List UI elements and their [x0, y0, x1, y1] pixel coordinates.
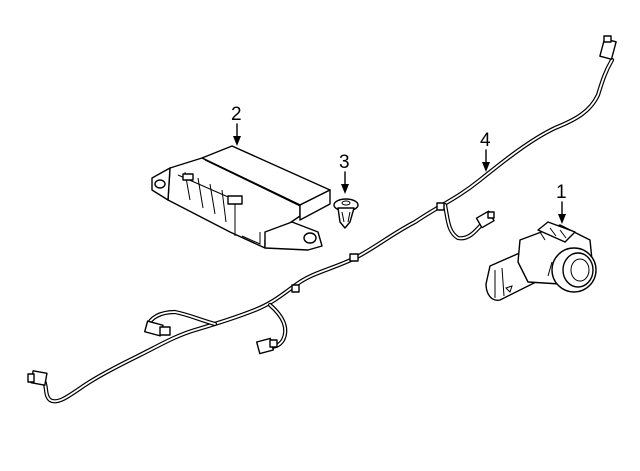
wiring-harness[interactable]: [27, 35, 617, 404]
push-clip[interactable]: [333, 198, 359, 229]
parking-sensor[interactable]: [485, 221, 597, 301]
callout-label-3: 3: [339, 152, 350, 173]
callout-label-1: 1: [556, 182, 567, 203]
control-module[interactable]: [151, 145, 331, 251]
callout-label-2: 2: [231, 104, 242, 125]
callout-arrows: [233, 123, 566, 224]
callout-label-4: 4: [480, 130, 491, 151]
